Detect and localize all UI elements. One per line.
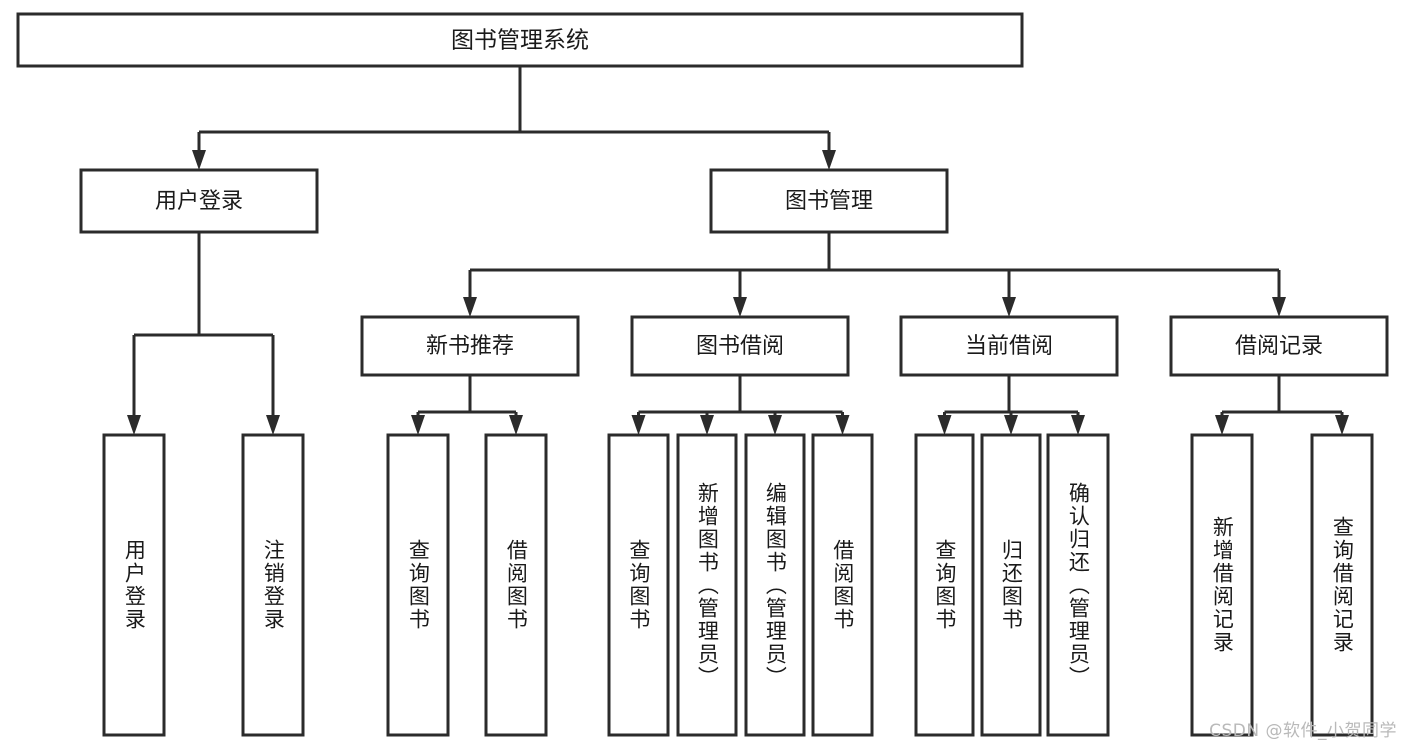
module-label: 当前借阅 <box>965 334 1053 359</box>
leaf-box[interactable] <box>676 433 738 737</box>
branch-label: 用户登录 <box>155 189 243 214</box>
arrow-head-icon <box>835 415 850 435</box>
arrow-head-icon <box>1071 415 1085 435</box>
arrow-head-icon <box>411 415 425 435</box>
arrow-head-icon <box>127 415 141 435</box>
leaf-box[interactable] <box>386 433 450 737</box>
arrow-head-icon <box>1215 415 1229 435</box>
watermark: CSDN @软件_小贺同学 <box>1209 721 1397 741</box>
arrow-head-icon <box>937 415 952 435</box>
leaf-box[interactable] <box>811 433 874 737</box>
module-label: 借阅记录 <box>1235 334 1323 359</box>
arrow-head-icon <box>700 415 714 435</box>
leaf-box[interactable] <box>102 433 166 737</box>
arrow-head-icon <box>822 150 836 170</box>
leaf-box[interactable] <box>1310 433 1374 737</box>
arrow-head-icon <box>509 415 523 435</box>
module-label: 新书推荐 <box>426 334 514 359</box>
branch-label: 图书管理 <box>785 189 873 214</box>
arrow-head-icon <box>463 297 477 317</box>
box-layer <box>16 12 1389 737</box>
branch-box[interactable] <box>709 168 949 234</box>
arrow-head-icon <box>631 415 646 435</box>
module-box[interactable] <box>899 315 1119 377</box>
branch-box[interactable] <box>79 168 319 234</box>
leaf-box[interactable] <box>607 433 670 737</box>
arrow-head-icon <box>1002 297 1016 317</box>
leaf-box[interactable] <box>1046 433 1110 737</box>
arrow-head-icon <box>1335 415 1349 435</box>
leaf-box[interactable] <box>980 433 1042 737</box>
arrow-head-icon <box>1272 297 1286 317</box>
leaf-box[interactable] <box>484 433 548 737</box>
leaf-box[interactable] <box>241 433 305 737</box>
module-box[interactable] <box>1169 315 1389 377</box>
leaf-box[interactable] <box>914 433 975 737</box>
module-label: 图书借阅 <box>696 334 784 359</box>
root-box[interactable] <box>16 12 1024 68</box>
arrow-head-icon <box>1004 415 1018 435</box>
connector-layer <box>127 66 1349 435</box>
root-label: 图书管理系统 <box>451 28 589 54</box>
module-box[interactable] <box>630 315 850 377</box>
arrow-head-icon <box>192 150 206 170</box>
leaf-box[interactable] <box>1190 433 1254 737</box>
leaf-box[interactable] <box>744 433 806 737</box>
arrow-head-icon <box>768 415 782 435</box>
arrow-head-icon <box>266 415 280 435</box>
module-box[interactable] <box>360 315 580 377</box>
arrow-head-icon <box>733 297 747 317</box>
